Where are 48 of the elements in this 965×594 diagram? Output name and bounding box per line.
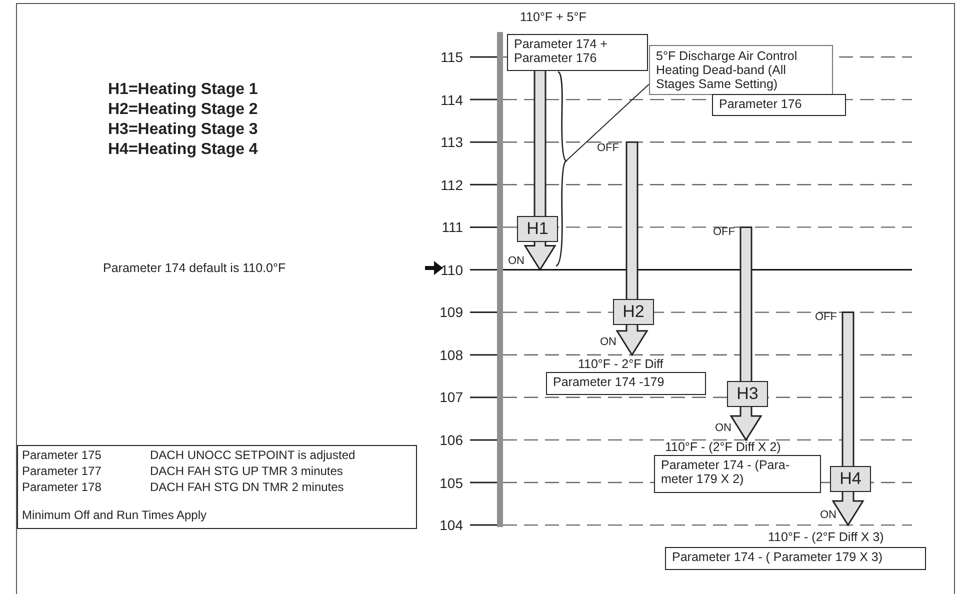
tick-label: 112 bbox=[440, 176, 463, 193]
stage-box: H1 bbox=[517, 216, 558, 242]
parameter-name: Parameter 178 bbox=[22, 480, 102, 496]
note-box bbox=[17, 445, 417, 529]
state-label: OFF bbox=[713, 226, 735, 238]
note-text: Parameter 174 default is 110.0°F bbox=[103, 261, 286, 275]
tick-label: 104 bbox=[440, 517, 463, 534]
stage-box: H2 bbox=[613, 299, 654, 325]
state-label: ON bbox=[715, 422, 732, 434]
temperature-label: 110°F - (2°F Diff X 3) bbox=[768, 530, 884, 544]
state-label: OFF bbox=[597, 142, 619, 154]
temperature-label: 110°F - (2°F Diff X 2) bbox=[665, 440, 781, 454]
note-text: DACH FAH STG UP TMR 3 minutes bbox=[150, 464, 344, 480]
parameter-box: Parameter 174 - ( Parameter 179 X 3) bbox=[665, 547, 926, 570]
parameter-box: Parameter 174 -179 bbox=[546, 372, 706, 395]
state-label: OFF bbox=[815, 311, 837, 323]
note-text: DACH UNOCC SETPOINT is adjusted bbox=[150, 449, 356, 464]
tick-label: 108 bbox=[440, 346, 463, 363]
stage-box: H3 bbox=[727, 381, 768, 407]
leader-line bbox=[566, 84, 650, 162]
tick-label: 106 bbox=[440, 432, 463, 448]
parameter-name: Parameter 177 bbox=[22, 464, 102, 480]
parameter-box: Parameter 174 + Parameter 176 bbox=[507, 34, 648, 71]
temperature-label: 110°F - 2°F Diff bbox=[578, 357, 664, 371]
state-label: ON bbox=[600, 336, 616, 348]
state-label: ON bbox=[820, 509, 836, 521]
state-label: ON bbox=[508, 255, 524, 267]
tick-label: 111 bbox=[442, 219, 463, 236]
legend-text: H3=Heating Stage 3 bbox=[108, 120, 258, 139]
note-text: Minimum Off and Run Times Apply bbox=[22, 509, 208, 524]
parameter-box: Parameter 174 - (Para- meter 179 X 2) bbox=[654, 455, 821, 493]
annotation-box: 5°F Discharge Air Control Heating Dead-band (All Stages Same Setting) bbox=[649, 45, 833, 95]
tick-label: 105 bbox=[440, 474, 463, 490]
tick-label: 107 bbox=[440, 389, 463, 406]
stage-box: H4 bbox=[830, 466, 871, 492]
legend-text: H2=Heating Stage 2 bbox=[108, 100, 258, 119]
tick-label: 113 bbox=[440, 134, 463, 150]
parameter-name: Parameter 175 bbox=[22, 449, 102, 464]
legend-text: H1=Heating Stage 1 bbox=[108, 80, 258, 99]
tick-label: 110 bbox=[440, 262, 463, 278]
tick-label: 114 bbox=[440, 92, 463, 108]
tick-label: 109 bbox=[440, 304, 463, 320]
tick-label: 115 bbox=[440, 49, 463, 65]
brace bbox=[556, 71, 567, 267]
note-text: DACH FAH STG DN TMR 2 minutes bbox=[150, 480, 345, 496]
temperature-label: 110°F + 5°F bbox=[520, 10, 586, 24]
parameter-box: Parameter 176 bbox=[712, 94, 846, 116]
legend-text: H4=Heating Stage 4 bbox=[108, 140, 258, 159]
